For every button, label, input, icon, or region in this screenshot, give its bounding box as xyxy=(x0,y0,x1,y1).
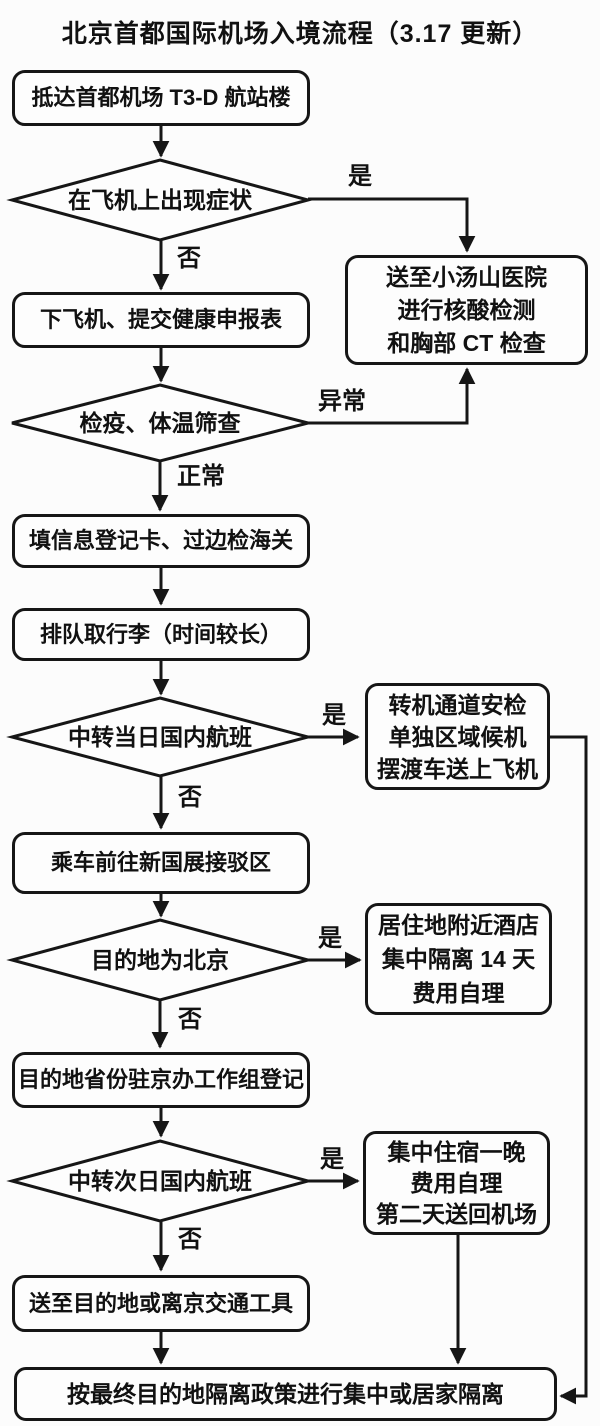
node-province-registration: 目的地省份驻京办工作组登记 xyxy=(12,1052,310,1108)
node-deplane: 下飞机、提交健康申报表 xyxy=(12,292,310,348)
node-baggage-label: 排队取行李（时间较长） xyxy=(39,621,282,647)
node-arrive-label: 抵达首都机场 T3-D 航站楼 xyxy=(31,85,291,110)
node-transfer-channel: 转机通道安检 单独区域候机 摆渡车送上飞机 xyxy=(365,683,550,790)
node-hotel-quarantine: 居住地附近酒店 集中隔离 14 天 费用自理 xyxy=(365,903,552,1015)
branch-label-no-2: 否 xyxy=(178,784,202,811)
edge-quarantine-abnormal-to-hospital xyxy=(308,367,476,425)
branch-label-yes-4: 是 xyxy=(320,1146,344,1173)
page-title: 北京首都国际机场入境流程（3.17 更新） xyxy=(61,20,539,48)
node-arrive: 抵达首都机场 T3-D 航站楼 xyxy=(12,70,310,126)
node-registration: 填信息登记卡、过边检海关 xyxy=(12,514,310,568)
diamond-nextday-transfer-label: 中转次日国内航班 xyxy=(68,1168,252,1194)
node-deplane-label: 下飞机、提交健康申报表 xyxy=(39,307,282,332)
node-overnight-stay: 集中住宿一晚 费用自理 第二天送回机场 xyxy=(363,1131,550,1235)
node-transport-label: 送至目的地或离京交通工具 xyxy=(28,1290,293,1316)
diamond-destination-beijing-label: 目的地为北京 xyxy=(91,947,229,973)
diamond-symptom-check xyxy=(6,158,314,242)
decision-diamonds xyxy=(6,158,314,1223)
diamond-nextday-transfer xyxy=(6,1139,314,1223)
diamond-sameday-transfer-label: 中转当日国内航班 xyxy=(68,724,252,750)
node-baggage: 排队取行李（时间较长） xyxy=(12,608,310,661)
edge-symptom-yes-to-hospital xyxy=(308,197,476,253)
edge-transfer-channel-to-final xyxy=(550,735,588,1405)
connectors xyxy=(151,126,588,1405)
node-overnight-stay-label: 集中住宿一晚 费用自理 第二天送回机场 xyxy=(376,1138,537,1227)
diamond-quarantine-check-label: 检疫、体温筛查 xyxy=(79,410,241,436)
branch-label-yes-3: 是 xyxy=(318,925,342,952)
node-registration-label: 填信息登记卡、过边检海关 xyxy=(28,528,293,553)
branch-label-abnormal: 异常 xyxy=(318,388,366,415)
node-hotel-quarantine-label: 居住地附近酒店 集中隔离 14 天 费用自理 xyxy=(378,912,539,1006)
diamond-destination-beijing xyxy=(6,918,314,1002)
node-final-quarantine-label: 按最终目的地隔离政策进行集中或居家隔离 xyxy=(67,1381,504,1407)
node-shuttle: 乘车前往新国展接驳区 xyxy=(12,832,310,894)
branch-label-no-1: 否 xyxy=(177,245,201,272)
branch-label-yes-2: 是 xyxy=(322,702,346,729)
branch-label-yes-1: 是 xyxy=(348,163,372,190)
branch-label-no-4: 否 xyxy=(178,1226,202,1253)
diamond-sameday-transfer xyxy=(6,696,314,778)
node-transport: 送至目的地或离京交通工具 xyxy=(12,1275,310,1332)
node-final-quarantine: 按最终目的地隔离政策进行集中或居家隔离 xyxy=(14,1367,557,1421)
diamond-quarantine-check xyxy=(11,383,309,463)
node-transfer-channel-label: 转机通道安检 单独区域候机 摆渡车送上飞机 xyxy=(377,691,538,782)
branch-label-no-3: 否 xyxy=(178,1006,202,1033)
node-province-registration-label: 目的地省份驻京办工作组登记 xyxy=(17,1067,304,1092)
node-hospital: 送至小汤山医院 进行核酸检测 和胸部 CT 检查 xyxy=(345,255,588,365)
node-shuttle-label: 乘车前往新国展接驳区 xyxy=(50,850,271,875)
node-hospital-label: 送至小汤山医院 进行核酸检测 和胸部 CT 检查 xyxy=(386,263,547,356)
diamond-symptom-check-label: 在飞机上出现症状 xyxy=(68,187,252,213)
branch-label-normal: 正常 xyxy=(177,463,225,490)
